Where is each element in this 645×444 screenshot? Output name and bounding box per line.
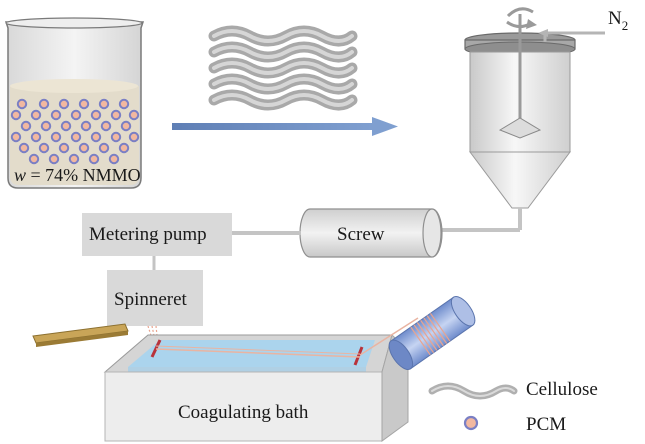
cellulose-strand-highlight (212, 45, 354, 59)
screw-label: Screw (337, 224, 385, 245)
spinneret (107, 270, 203, 326)
pcm-particle (10, 109, 22, 121)
pcm-particle (70, 109, 82, 121)
pcm-particle (110, 131, 122, 143)
pcm-particle (90, 109, 102, 121)
pcm-particle (128, 131, 140, 143)
pcm-particle (50, 109, 62, 121)
pcm-particle (120, 120, 132, 132)
cellulose-stack (208, 25, 358, 111)
pcm-particle (10, 131, 22, 143)
legend: Cellulose PCM (428, 379, 598, 435)
pcm-particle (100, 120, 112, 132)
pcm-particle (28, 153, 40, 165)
pcm-particle (30, 131, 42, 143)
pcm-particle (108, 153, 120, 165)
nitrogen-label: N2 (608, 8, 628, 33)
pcm-particle (98, 142, 110, 154)
pcm-particle (50, 131, 62, 143)
pcm-particle (88, 153, 100, 165)
cellulose-strand-highlight (212, 77, 354, 91)
pcm-particle (70, 131, 82, 143)
beaker (4, 17, 145, 189)
pcm-particle (30, 109, 42, 121)
pcm-particle (78, 142, 90, 154)
pcm-particle (68, 153, 80, 165)
legend-pcm-icon (463, 415, 479, 431)
metering-pump-label: Metering pump (89, 224, 207, 245)
pcm-particle (40, 120, 52, 132)
process-arrow (172, 117, 398, 136)
coagulating-bath-label: Coagulating bath (178, 402, 309, 423)
cellulose-strand-highlight (212, 93, 354, 107)
pcm-particle (110, 109, 122, 121)
cellulose-strand-highlight (212, 29, 354, 43)
pcm-particle (38, 142, 50, 154)
metering-pump (82, 213, 232, 256)
pcm-particle (78, 98, 90, 110)
pcm-particle (60, 120, 72, 132)
screw-extruder (299, 208, 443, 258)
nitrogen-inlet (538, 29, 605, 42)
pcm-particle (118, 98, 130, 110)
coagulating-bath (103, 317, 419, 442)
pcm-particle (128, 109, 140, 121)
pcm-particle (58, 98, 70, 110)
spinneret-label: Spinneret (114, 289, 188, 310)
pcm-particles (10, 98, 140, 165)
take-up-roller (388, 296, 476, 370)
pcm-particle (38, 98, 50, 110)
legend-pcm-label: PCM (526, 414, 566, 435)
pcm-particle (80, 120, 92, 132)
pcm-particle (16, 98, 28, 110)
pcm-particle (58, 142, 70, 154)
pcm-particle (48, 153, 60, 165)
pcm-particle (20, 120, 32, 132)
pcm-particle (118, 142, 130, 154)
cellulose-strand-highlight (212, 61, 354, 75)
pcm-particle (90, 131, 102, 143)
dissolving-reactor (440, 7, 576, 232)
legend-cellulose-label: Cellulose (526, 379, 598, 400)
collection-plate (32, 323, 129, 347)
pcm-particle (18, 142, 30, 154)
pcm-particle (98, 98, 110, 110)
solvent-label: w = 74% NMMO (14, 165, 141, 185)
